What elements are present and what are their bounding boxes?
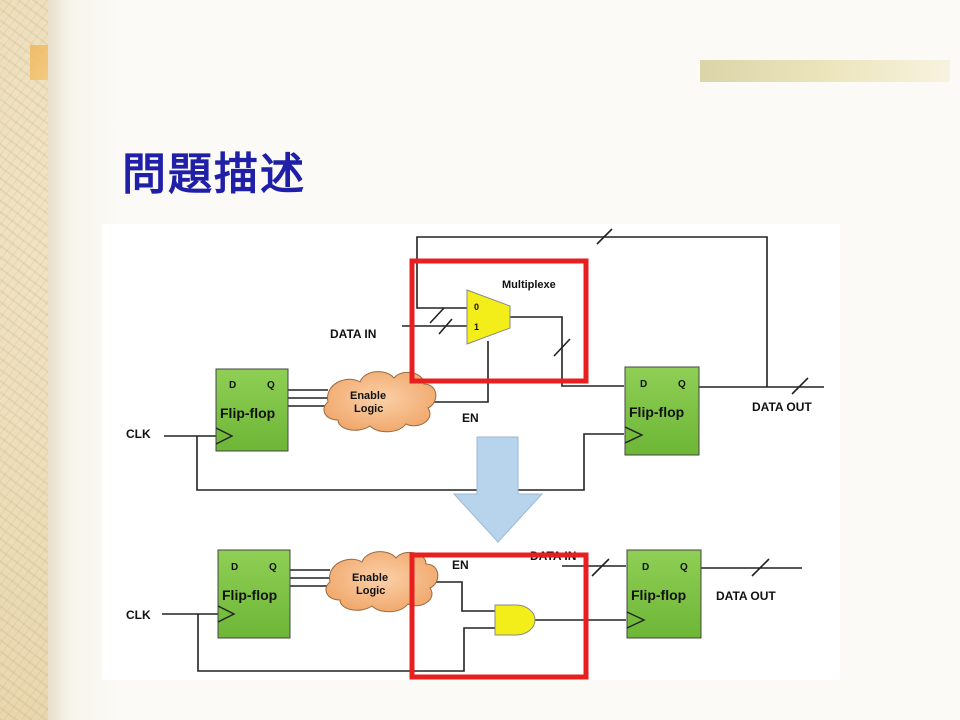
feedback-wire [416, 236, 768, 387]
top-left-flipflop: D Q Flip-flop [215, 368, 289, 452]
highlight-box-top [409, 258, 589, 384]
en-label: EN [462, 411, 479, 425]
bus-slash [791, 377, 809, 395]
bottom-right-flipflop: D Q Flip-flop [626, 549, 702, 639]
circuit-svg: D Q Flip-flop Enable Logic 0 1 Multiplex… [126, 228, 824, 680]
top-right-flipflop: D Q Flip-flop [624, 366, 700, 456]
en-wire [432, 341, 489, 403]
data-in-label: DATA IN [330, 327, 376, 341]
clk-wire [196, 433, 624, 491]
cloud-label-line1: Enable [350, 390, 386, 402]
flipflop-label: Flip-flop [631, 587, 686, 603]
flipflop-pin-q: Q [269, 562, 277, 573]
bus-slash [591, 558, 610, 577]
bus-slash [751, 558, 770, 577]
cloud-label-line2: Logic [356, 585, 385, 597]
flipflop-pin-d: D [642, 562, 649, 573]
flipflop-pin-q: Q [267, 380, 275, 391]
bus-slash [429, 307, 445, 324]
cloud-label-line1: Enable [352, 572, 388, 584]
cloud-label-line2: Logic [354, 403, 383, 415]
bottom-enable-logic-cloud: Enable Logic [325, 551, 439, 613]
mux-output-wire [510, 316, 624, 387]
top-multiplexer: 0 1 [466, 289, 511, 345]
mux-input-0: 0 [474, 302, 479, 312]
en-label: EN [452, 558, 469, 572]
bottom-circuit [162, 558, 802, 672]
flipflop-label: Flip-flop [220, 405, 275, 421]
flipflop-pin-q: Q [680, 562, 688, 573]
clk-label: CLK [126, 427, 151, 441]
top-circuit [164, 228, 824, 491]
data-out-label: DATA OUT [752, 400, 812, 414]
flipflop-pin-d: D [229, 380, 236, 391]
clk-wire [197, 614, 495, 672]
top-enable-logic-cloud: Enable Logic [323, 371, 437, 433]
mux-input-1: 1 [474, 322, 479, 332]
bus-slash [553, 338, 571, 357]
mux-label: Multiplexe [502, 279, 556, 291]
clk-label: CLK [126, 608, 151, 622]
bus-slash [596, 228, 613, 245]
flipflop-label: Flip-flop [629, 404, 684, 420]
flipflop-pin-d: D [640, 379, 647, 390]
transform-arrow [452, 436, 544, 543]
slide-title: 問題描述 [122, 149, 306, 200]
banner-decoration [700, 60, 950, 82]
bus-slash [438, 318, 453, 335]
and-gate [494, 604, 536, 636]
highlight-box-bottom [409, 552, 589, 680]
flipflop-pin-q: Q [678, 379, 686, 390]
flipflop-pin-d: D [231, 562, 238, 573]
circuit-diagram: D Q Flip-flop Enable Logic 0 1 Multiplex… [102, 224, 840, 680]
data-out-label: DATA OUT [716, 589, 776, 603]
flipflop-label: Flip-flop [222, 587, 277, 603]
en-wire [432, 581, 495, 612]
bottom-left-flipflop: D Q Flip-flop [217, 549, 291, 639]
